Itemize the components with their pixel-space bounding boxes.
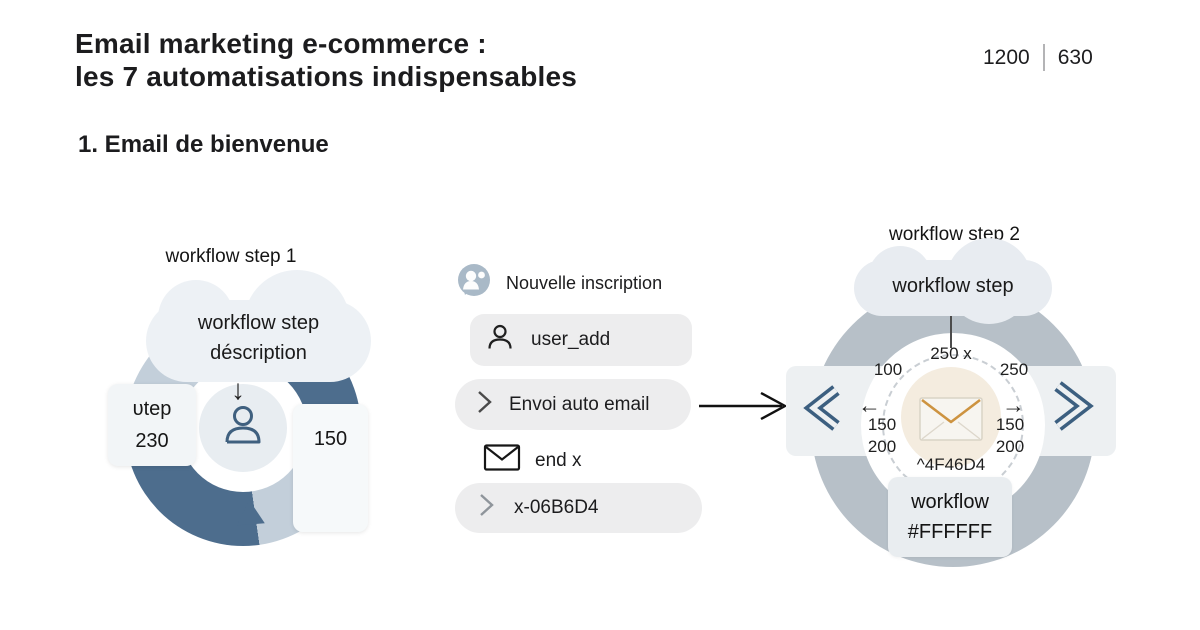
dial-label-upper-right: 250 [999, 360, 1029, 379]
flow-item-end-x: end x [483, 443, 581, 478]
workflow-card-line1: workflow [911, 490, 989, 513]
dial-label-lower-left-2: 200 [867, 437, 897, 456]
canvas-height-value: 630 [1057, 45, 1093, 69]
page-title-line2: les 7 automatisations indispensables [75, 61, 578, 92]
section-heading: 1. Email de bienvenue [78, 131, 329, 158]
workflow-card-line2: #FFFFFF [907, 520, 993, 543]
right-step-card: 150 [293, 404, 368, 532]
user-outline-icon [487, 323, 514, 357]
dimensions-divider [1042, 44, 1045, 71]
person-icon [220, 402, 266, 455]
flow-item-label: user_add [531, 329, 611, 350]
dial-label-lower-right-1: 150 [995, 415, 1025, 434]
person-badge-icon [455, 262, 493, 305]
chevron-right-icon [476, 389, 493, 421]
flow-item-hex-code: x-06B6D4 [455, 483, 702, 533]
flow-item-user-add: user_add [470, 314, 692, 366]
left-diagram-title: workflow step 1 [165, 246, 297, 267]
flow-item-label: Envoi auto email [509, 393, 650, 415]
cloud-text-line2: déscription [210, 342, 307, 364]
chevron-right-outline-icon [1041, 376, 1101, 441]
dial-label-lower-right-2: 200 [995, 437, 1025, 456]
right-cloud-text: workflow step [892, 275, 1014, 297]
chevron-right-icon [478, 492, 495, 524]
right-diagram-title: workflow step 2 [889, 224, 1020, 245]
workflow-color-card: workflow #FFFFFF [888, 477, 1012, 557]
dial-label-upper-left: 100 [873, 360, 903, 379]
flow-item-label: Nouvelle inscription [506, 273, 663, 293]
left-step-card-line2: 230 [135, 429, 169, 452]
flow-item-label: end x [535, 449, 582, 471]
canvas-width-value: 1200 [983, 45, 1030, 69]
flow-item-nouvelle-inscription: Nouvelle inscription [455, 262, 662, 305]
left-diagram-center-circle [199, 384, 287, 472]
dial-label-top: 250 x [930, 344, 972, 363]
right-diagram-cloud: workflow step [854, 238, 1052, 324]
long-right-arrow-icon [698, 391, 793, 426]
dial-bottom-code: ^4F46D4 [916, 455, 986, 474]
left-arrow-icon: ← [858, 392, 881, 418]
left-step-card-line1: υtep [132, 397, 172, 420]
page-title: Email marketing e-commerce : les 7 autom… [75, 27, 577, 93]
envelope-icon [917, 391, 985, 448]
left-step-card: υtep 230 [108, 384, 196, 466]
dial-label-lower-left-1: 150 [867, 415, 897, 434]
right-arrow-icon: → [1002, 392, 1025, 418]
flow-item-label: x-06B6D4 [514, 497, 599, 518]
chevron-left-outline-icon [795, 379, 853, 442]
cloud-text-line1: workflow step [197, 312, 320, 334]
cloud-connector-line [950, 316, 952, 348]
flow-item-envoi-auto-email: Envoi auto email [455, 379, 691, 430]
left-diagram-cloud: workflow step déscription [146, 270, 371, 382]
down-arrow-icon: ↓ [231, 374, 245, 405]
envelope-outline-icon [483, 443, 521, 478]
page-title-line1: Email marketing e-commerce : [75, 28, 487, 59]
canvas-dimensions: 1200 630 [983, 44, 1093, 71]
